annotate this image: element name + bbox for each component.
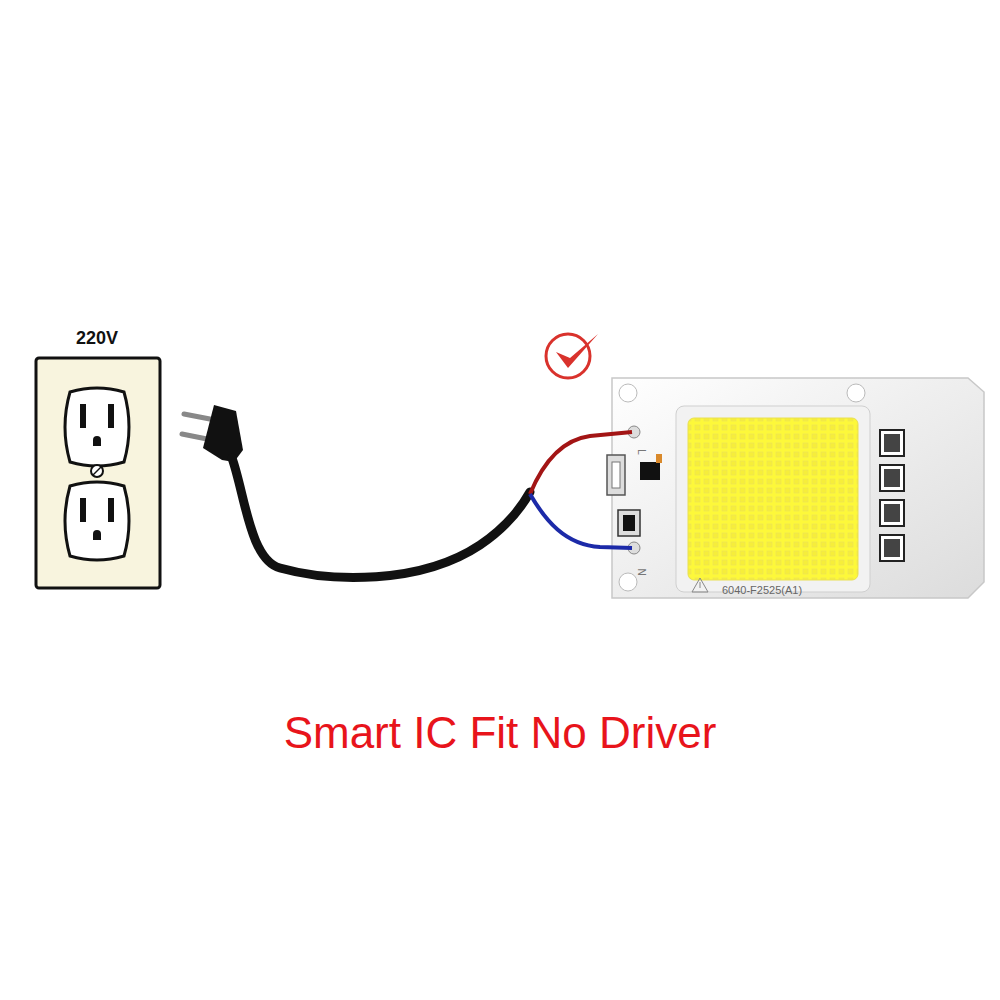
red-wire: [530, 432, 632, 494]
blue-wire: [530, 494, 632, 548]
wall-outlet: [36, 358, 160, 588]
board-marking: 6040-F2525(A1): [722, 584, 802, 596]
caption: Smart IC Fit No Driver: [284, 708, 717, 758]
pin-label: N: [636, 568, 647, 575]
led-module: [607, 378, 984, 598]
power-cord: [232, 458, 530, 577]
plug: [182, 405, 243, 462]
check-mark: [546, 334, 598, 378]
pin-label: L: [636, 449, 647, 455]
voltage-label: 220V: [76, 328, 118, 349]
